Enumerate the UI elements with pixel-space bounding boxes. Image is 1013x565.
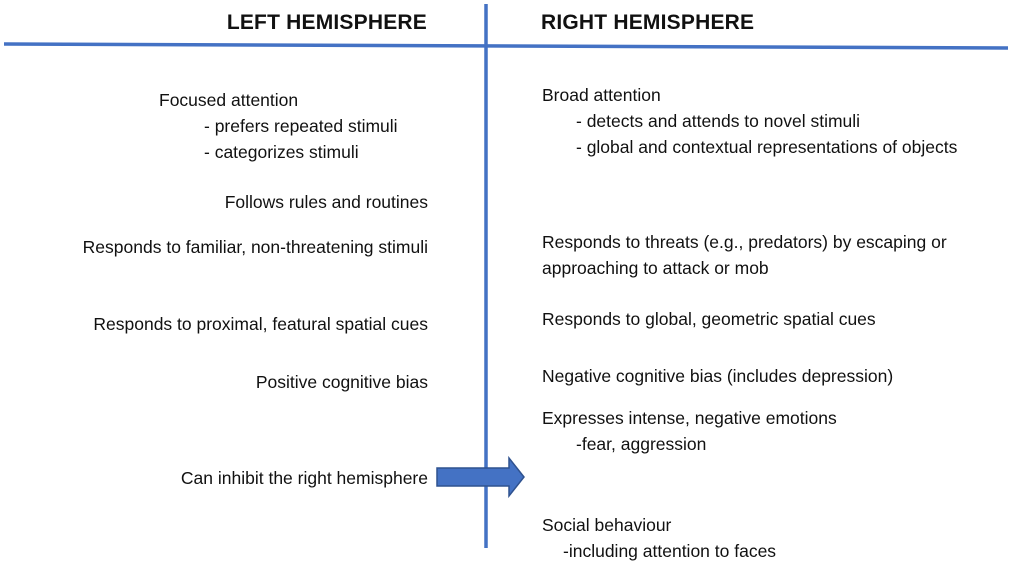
right-broad-sub-2: - global and contextual representations … bbox=[576, 137, 958, 157]
left-rules-routines: Follows rules and routines bbox=[224, 192, 428, 212]
right-emotions-sub: -fear, aggression bbox=[576, 434, 707, 454]
right-threats-line-1: Responds to threats (e.g., predators) by… bbox=[542, 232, 947, 252]
right-social-sub: -including attention to faces bbox=[563, 541, 777, 561]
left-hemisphere-header: LEFT HEMISPHERE bbox=[226, 11, 427, 34]
left-focused-sub-1: - prefers repeated stimuli bbox=[204, 116, 398, 136]
left-familiar-stimuli: Responds to familiar, non-threatening st… bbox=[82, 237, 428, 257]
right-emotions-title: Expresses intense, negative emotions bbox=[542, 408, 837, 428]
right-hemisphere-header: RIGHT HEMISPHERE bbox=[541, 11, 755, 34]
left-proximal-cues: Responds to proximal, featural spatial c… bbox=[93, 314, 428, 334]
right-negative-bias: Negative cognitive bias (includes depres… bbox=[542, 366, 894, 386]
right-broad-sub-1: - detects and attends to novel stimuli bbox=[576, 111, 861, 131]
inhibit-arrow bbox=[436, 455, 525, 499]
horizontal-divider bbox=[3, 42, 1009, 50]
left-focused-attention: Focused attention bbox=[159, 90, 299, 110]
left-inhibit-right: Can inhibit the right hemisphere bbox=[180, 468, 428, 488]
right-threats-line-2: approaching to attack or mob bbox=[542, 258, 769, 278]
left-positive-bias: Positive cognitive bias bbox=[255, 372, 428, 392]
right-global-cues: Responds to global, geometric spatial cu… bbox=[542, 309, 876, 329]
left-focused-sub-2: - categorizes stimuli bbox=[204, 142, 359, 162]
right-broad-attention: Broad attention bbox=[542, 85, 661, 105]
right-social-title: Social behaviour bbox=[542, 515, 672, 535]
